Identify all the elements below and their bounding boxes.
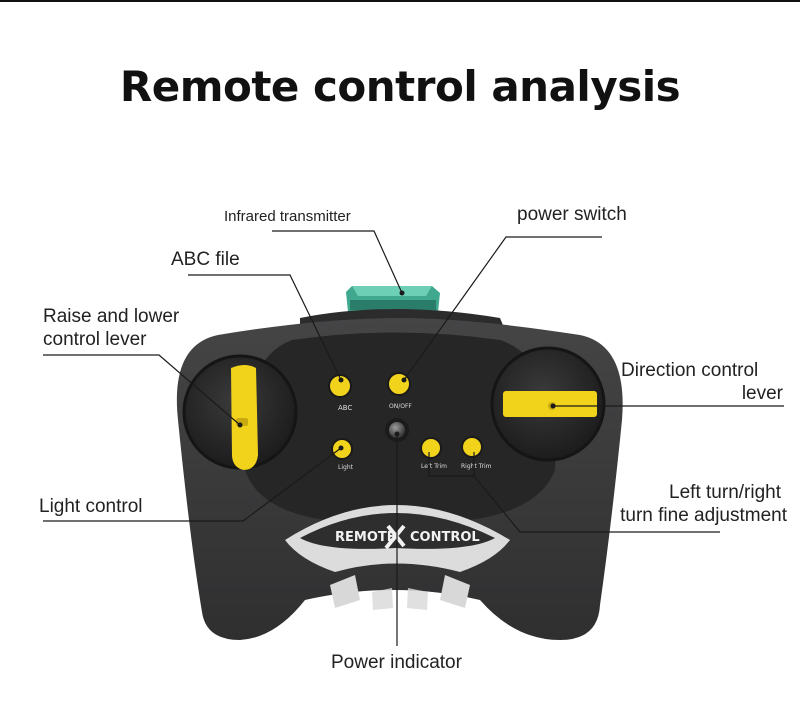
label-infrared-transmitter: Infrared transmitter (224, 208, 351, 225)
label-power-indicator: Power indicator (331, 652, 462, 673)
brand-control-text: CONTROL (410, 530, 480, 545)
leader-dot-light (338, 445, 344, 451)
label-raise-lower-2: control lever (43, 329, 147, 350)
leader-dot-infrared (399, 290, 405, 296)
brand-x-mark (384, 524, 406, 550)
label-power-switch: power switch (517, 204, 627, 225)
leader-dot-raise (237, 422, 243, 428)
right-trim-caption: Right Trim (461, 463, 492, 470)
label-trim-2: turn fine adjustment (620, 505, 787, 526)
leader-dot-direction (550, 403, 556, 409)
top-rule (0, 0, 800, 2)
right-stick[interactable] (490, 346, 606, 462)
leader-dot-power (401, 377, 407, 383)
leader-light (43, 447, 342, 522)
label-raise-lower-1: Raise and lower (43, 306, 180, 327)
label-direction-1: Direction control (621, 360, 759, 381)
leader-raise-lower (43, 354, 241, 426)
label-trim-1: Left turn/right (669, 482, 781, 503)
page-title: Remote control analysis (119, 62, 681, 111)
leader-infrared (272, 230, 403, 294)
label-abc-file: ABC file (171, 249, 240, 270)
leader-lines (43, 230, 784, 646)
label-light-control: Light control (39, 496, 143, 517)
left-trim-button[interactable] (420, 437, 442, 459)
label-direction-2: lever (741, 383, 783, 404)
light-caption: Light (338, 464, 354, 471)
power-indicator-led (385, 418, 409, 442)
infrared-emitter (346, 286, 440, 312)
leader-dot-indicator (394, 431, 400, 437)
abc-button-caption: ABC (338, 404, 352, 412)
left-trim-caption: Left Trim (421, 463, 447, 470)
brand-remote-text: REMOTE (335, 530, 396, 545)
leader-power-switch (403, 236, 602, 381)
left-stick[interactable] (182, 354, 298, 470)
right-trim-button[interactable] (461, 436, 483, 458)
leader-dot-abc (338, 377, 344, 383)
leader-abc (188, 274, 342, 381)
onoff-caption: ON/OFF (389, 403, 412, 410)
abc-button[interactable] (328, 374, 352, 398)
